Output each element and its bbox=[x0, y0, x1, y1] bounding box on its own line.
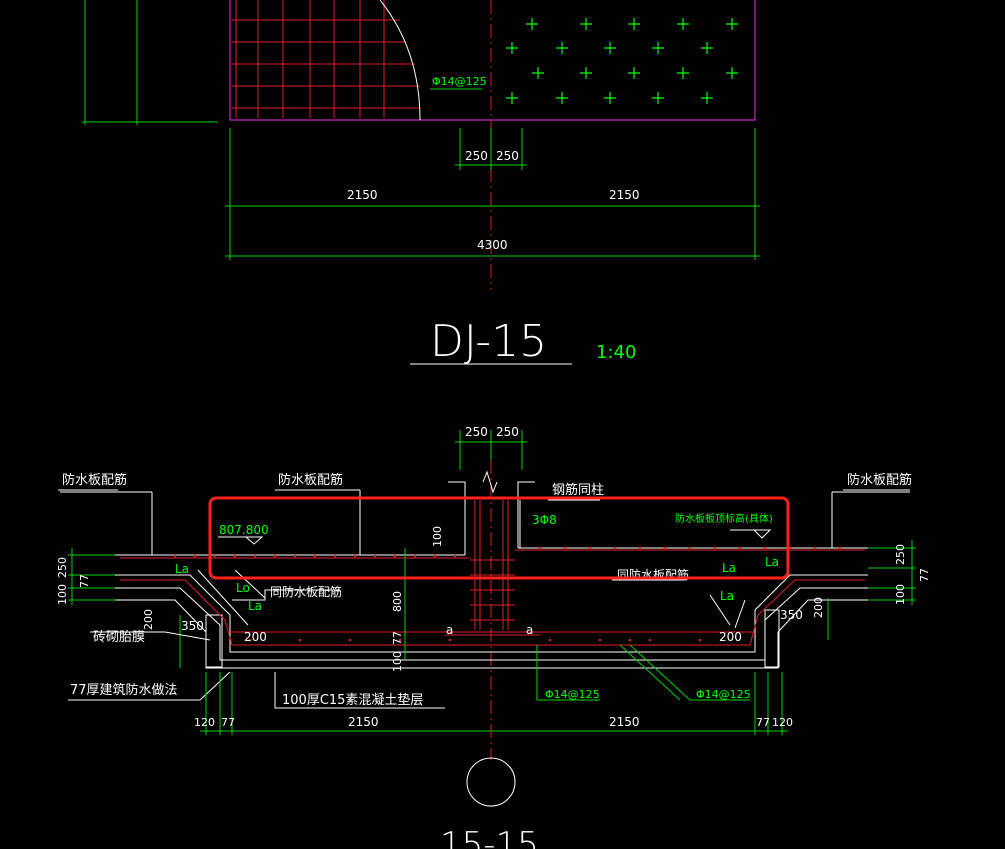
rebar-dots bbox=[173, 546, 842, 642]
left-dim-100: 100 bbox=[56, 584, 69, 605]
plan-dim-2150-right: 2150 bbox=[609, 188, 640, 202]
label-la-1: La bbox=[175, 562, 189, 576]
plan-rebar-label: Φ14@125 bbox=[432, 75, 487, 88]
plan-dim-250: 250 250 bbox=[455, 128, 527, 170]
label-la-4: La bbox=[722, 561, 736, 575]
dim-350-right: 350 bbox=[780, 608, 803, 622]
left-dim-77: 77 bbox=[78, 574, 91, 588]
label-la-2: Lo bbox=[236, 581, 250, 595]
label-same-right: 同防水板配筋 bbox=[617, 567, 689, 582]
highlight-box bbox=[208, 496, 790, 580]
label-100-c15: 100厚C15素混凝土垫层 bbox=[282, 692, 423, 708]
plan-dim-total-text: 4300 bbox=[477, 238, 508, 252]
label-elevation: 807.800 bbox=[219, 523, 269, 537]
dim-77-mid: 77 bbox=[391, 631, 404, 645]
right-dim-100: 100 bbox=[894, 584, 907, 605]
label-top-elev: 防水板板顶标高(具体) bbox=[675, 512, 773, 525]
dim-200-right: 200 bbox=[719, 630, 742, 644]
left-dim-250: 250 bbox=[56, 557, 69, 578]
label-column: 钢筋同柱 bbox=[552, 482, 604, 498]
label-brick: 砖砌胎膜 bbox=[93, 630, 145, 645]
section-view: 250 250 bbox=[56, 425, 931, 849]
label-la-5: La bbox=[765, 555, 779, 569]
drawing-title: DJ-15 1:40 bbox=[410, 316, 636, 367]
bot-dim-120-left: 120 bbox=[194, 716, 215, 729]
dim-200-left: 200 bbox=[244, 630, 267, 644]
bot-dim-77-right: 77 bbox=[756, 716, 770, 729]
sec-top-dim-250-right: 250 bbox=[496, 425, 519, 439]
label-waterproof-mid: 防水板配筋 bbox=[278, 472, 343, 488]
rebar-bottom-left: Φ14@125 bbox=[545, 688, 600, 701]
label-la-3: La bbox=[248, 599, 262, 613]
dim-100-mid: 100 bbox=[391, 651, 404, 672]
sec-top-dim-250-left: 250 bbox=[465, 425, 488, 439]
bot-dim-2150-right: 2150 bbox=[609, 715, 640, 729]
plan-plus-markers bbox=[506, 18, 738, 104]
title-scale: 1:40 bbox=[596, 342, 636, 363]
bottom-section-title: 15-15 bbox=[440, 825, 539, 849]
bot-dim-77-left: 77 bbox=[221, 716, 235, 729]
right-dim-200: 200 bbox=[812, 597, 825, 618]
label-77-waterproof: 77厚建筑防水做法 bbox=[70, 682, 178, 698]
label-la-6: La bbox=[720, 589, 734, 603]
plan-view: Φ14@125 250 250 2150 2150 4300 bbox=[82, 0, 760, 290]
dim-a-left: a bbox=[446, 623, 453, 637]
dim-800: 800 bbox=[391, 591, 404, 612]
right-dim-77: 77 bbox=[918, 568, 931, 582]
bot-dim-2150-left: 2150 bbox=[348, 715, 379, 729]
plan-dim-250-left: 250 bbox=[465, 149, 488, 163]
rebar-bottom-right: Φ14@125 bbox=[696, 688, 751, 701]
label-waterproof-right: 防水板配筋 bbox=[847, 472, 912, 488]
label-same-left: 同防水板配筋 bbox=[270, 584, 342, 599]
left-dim-200: 200 bbox=[142, 609, 155, 630]
title-name: DJ-15 bbox=[430, 316, 547, 367]
bot-dim-120-right: 120 bbox=[772, 716, 793, 729]
plan-dim-2150-left: 2150 bbox=[347, 188, 378, 202]
label-3phi8: 3Φ8 bbox=[532, 513, 557, 527]
dim-350-left: 350 bbox=[181, 619, 204, 633]
dim-100-column: 100 bbox=[431, 526, 444, 547]
dim-a-right: a bbox=[526, 623, 533, 637]
label-waterproof-left: 防水板配筋 bbox=[62, 472, 127, 488]
plan-dim-total: 4300 bbox=[225, 238, 760, 257]
plan-dim-250-right: 250 bbox=[496, 149, 519, 163]
plan-rebar-grid bbox=[232, 0, 420, 118]
right-dim-250: 250 bbox=[894, 544, 907, 565]
plan-dim-2150: 2150 2150 bbox=[225, 128, 760, 260]
